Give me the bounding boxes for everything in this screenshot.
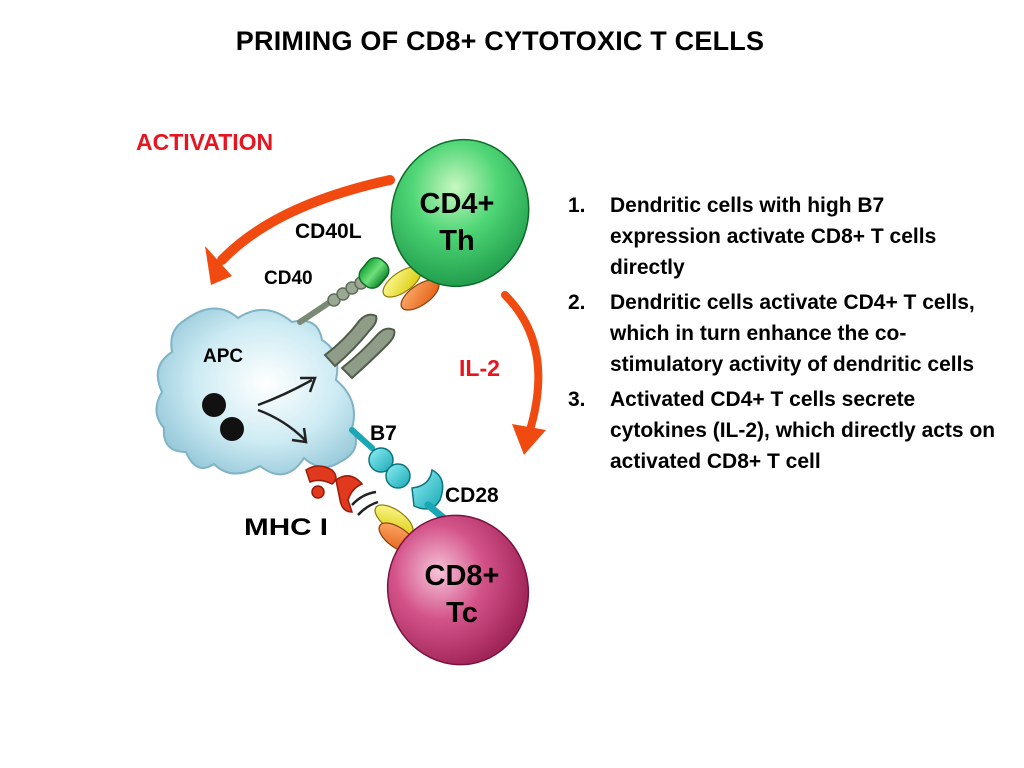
mhc-i-label: MHC I — [244, 514, 328, 541]
cd4-cell-label-line1: CD4+ — [420, 188, 495, 220]
note-item: 3. Activated CD4+ T cells secrete cytoki… — [568, 384, 998, 477]
notes-list: 1. Dendritic cells with high B7 expressi… — [568, 190, 998, 481]
note-text: Activated CD4+ T cells secrete cytokines… — [610, 388, 996, 473]
note-text: Dendritic cells with high B7 expression … — [610, 194, 937, 279]
il2-label: IL-2 — [459, 355, 500, 381]
b7-label: B7 — [370, 422, 397, 445]
note-number: 3. — [568, 388, 586, 411]
note-text: Dendritic cells activate CD4+ T cells, w… — [610, 291, 975, 376]
note-number: 2. — [568, 291, 586, 314]
note-item: 1. Dendritic cells with high B7 expressi… — [568, 190, 998, 283]
cd40-receptor — [297, 276, 368, 325]
cd8-coreceptor — [351, 490, 379, 516]
cd4-cell-label-line2: Th — [439, 225, 474, 257]
apc-cell — [155, 307, 357, 476]
il2-arrow — [501, 291, 546, 455]
page-title: PRIMING OF CD8+ CYTOTOXIC T CELLS — [235, 26, 765, 56]
apc-label: APC — [203, 346, 243, 367]
activation-label: ACTIVATION — [136, 129, 273, 155]
processing-arrow-icon — [257, 376, 317, 444]
mhc-ii-molecule — [323, 313, 396, 380]
activation-arrow — [205, 175, 395, 285]
cd40-label: CD40 — [264, 268, 313, 289]
mhc-i-molecule — [305, 465, 364, 513]
apc-nucleus-dot — [220, 417, 244, 441]
cd28-label: CD28 — [445, 484, 499, 507]
b7-molecule — [349, 427, 411, 489]
cd8-cell-label-line1: CD8+ — [425, 560, 500, 592]
cd40l-ligand — [358, 257, 390, 289]
note-item: 2. Dendritic cells activate CD4+ T cells… — [568, 287, 998, 380]
cd40l-label: CD40L — [295, 220, 362, 243]
cd28-receptor — [411, 468, 450, 524]
cd8-cell-label-line2: Tc — [446, 597, 478, 629]
cd4-th-cell — [390, 138, 530, 288]
cd8-tc-cell — [386, 514, 530, 666]
apc-nucleus-dot — [202, 393, 226, 417]
note-number: 1. — [568, 194, 586, 217]
